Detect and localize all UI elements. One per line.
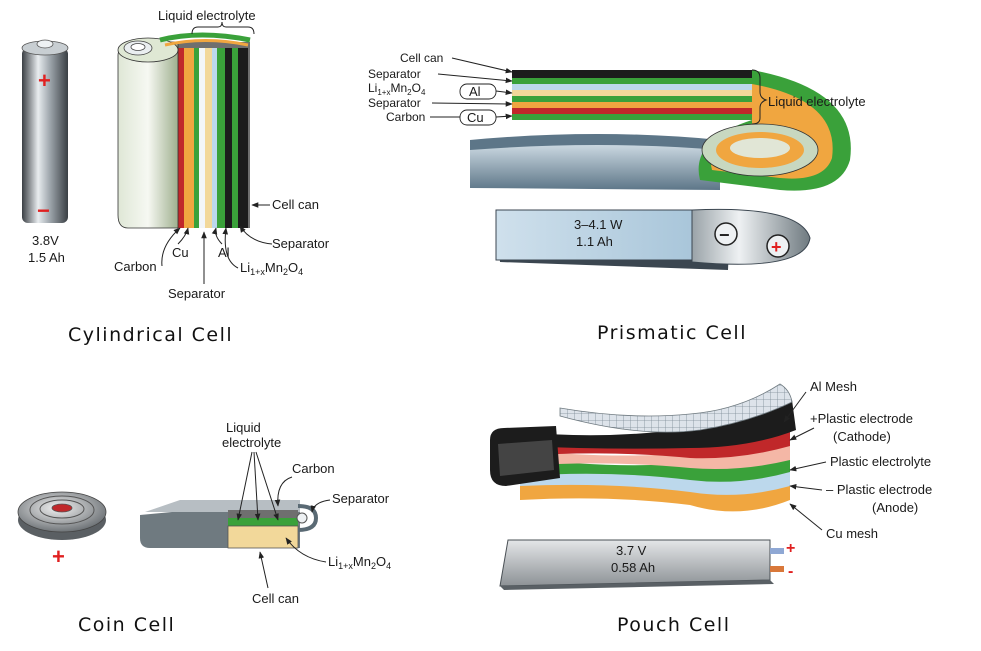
cylindrical-jelly-roll [117,32,251,229]
pouch-rating-voltage: 3.7 V [616,543,647,558]
coin-cutaway [140,500,319,549]
cylindrical-cathode-label: Li1+xMn2O4 [240,260,303,277]
prismatic-separator-label-a: Separator [368,67,421,81]
prismatic-liquid-electrolyte-label: Liquid electrolyte [768,94,866,109]
prismatic-cell-can-label: Cell can [400,51,443,65]
pouch-rating-capacity: 0.58 Ah [611,560,655,575]
coin-cathode-label: Li1+xMn2O4 [328,554,391,571]
cylindrical-plus-symbol: + [38,68,51,93]
cylindrical-cell-panel: + − 3.8V 1.5 Ah Liquid electrolyte [21,8,330,346]
cylindrical-liquid-electrolyte-label: Liquid electrolyte [158,8,256,23]
coin-caption: Coin Cell [78,614,175,636]
pouch-al-mesh-label: Al Mesh [810,379,857,394]
cylindrical-separator-label-a: Separator [272,236,330,251]
cylindrical-rating-capacity: 1.5 Ah [28,250,65,265]
coin-liquid-label: Liquid [226,420,261,435]
prismatic-battery-block: − + [495,208,811,270]
pouch-minus-symbol: - [788,563,793,580]
prismatic-rating-capacity: 1.1 Ah [576,234,613,249]
pouch-cathode-label-line2: (Cathode) [833,429,891,444]
cylindrical-battery-icon: + − [21,39,69,223]
cylindrical-separator-label-b: Separator [168,286,226,301]
prismatic-cu-label: Cu [467,110,484,125]
prismatic-separator-label-b: Separator [368,96,421,110]
prismatic-cell-panel: Liquid electrolyte Cell can Separator Li… [368,51,866,344]
pouch-plastic-electrolyte-label: Plastic electrolyte [830,454,931,469]
coin-battery-icon: + [17,491,107,569]
cylindrical-cu-label: Cu [172,245,189,260]
prismatic-electrolyte-bracket [751,69,768,125]
pouch-layered-cutaway [490,383,796,512]
pouch-anode-label-line2: (Anode) [872,500,918,515]
pouch-battery-block: + - [499,539,795,590]
coin-carbon-label: Carbon [292,461,335,476]
prismatic-plus-symbol: + [771,237,782,257]
prismatic-minus-symbol: − [719,225,730,245]
cylindrical-cell-can-label: Cell can [272,197,319,212]
coin-plus-symbol: + [52,544,65,569]
coin-cell-panel: + Liquid electrolyte Carbon Separator Li… [17,420,391,636]
prismatic-caption: Prismatic Cell [597,322,747,344]
coin-electrolyte-label: electrolyte [222,435,281,450]
cylindrical-minus-symbol: − [37,198,50,223]
cylindrical-electrolyte-bracket [191,21,255,35]
pouch-plus-symbol: + [786,540,795,557]
coin-separator-label: Separator [332,491,390,506]
prismatic-rating-power: 3–4.1 W [574,217,623,232]
prismatic-cutaway [470,70,851,191]
pouch-anode-label-line1: – Plastic electrode [826,482,932,497]
cylindrical-carbon-label: Carbon [114,259,157,274]
coin-cell-can-label: Cell can [252,591,299,606]
pouch-caption: Pouch Cell [617,614,731,636]
pouch-cu-mesh-label: Cu mesh [826,526,878,541]
cylindrical-caption: Cylindrical Cell [68,324,233,346]
prismatic-cu-box [459,109,497,126]
prismatic-al-label: Al [469,84,481,99]
prismatic-cathode-label: Li1+xMn2O4 [368,81,426,97]
cylindrical-al-label: Al [218,245,230,260]
cylindrical-rating-voltage: 3.8V [32,233,59,248]
pouch-cathode-label-line1: +Plastic electrode [810,411,913,426]
prismatic-carbon-label: Carbon [386,110,425,124]
pouch-cell-panel: Al Mesh +Plastic electrode (Cathode) Pla… [490,379,932,636]
